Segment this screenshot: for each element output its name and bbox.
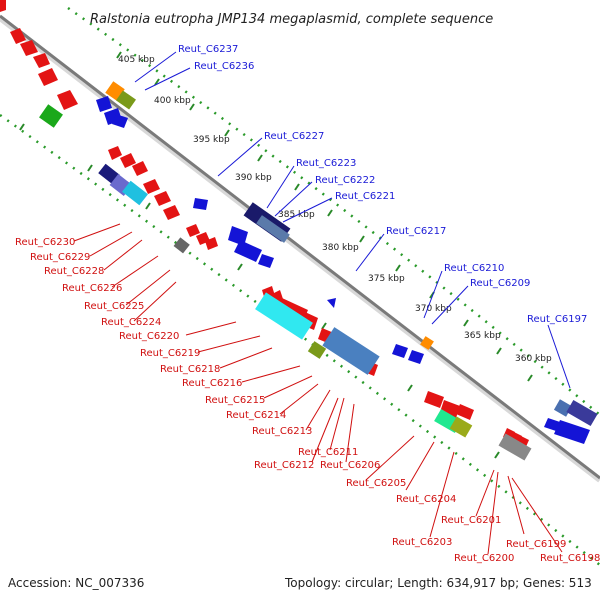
gene-label: Reut_C6198: [540, 553, 600, 564]
gene-label: Reut_C6209: [470, 278, 530, 289]
kbp-label: 365 kbp: [464, 331, 501, 341]
gene-label: Reut_C6217: [386, 226, 446, 237]
bottom-strand-labels: Reut_C6230 Reut_C6229 Reut_C6228 Reut_C6…: [15, 237, 600, 564]
gene-label: Reut_C6210: [444, 263, 504, 274]
gene-label: Reut_C6214: [226, 410, 286, 421]
gene-label: Reut_C6211: [298, 447, 358, 458]
inner-scale-ring: [0, 113, 600, 566]
gene-label: Reut_C6215: [205, 395, 265, 406]
backbone: [0, 14, 600, 480]
gene-label: Reut_C6230: [15, 237, 75, 248]
gene-label: Reut_C6206: [320, 460, 380, 471]
gene-label: Reut_C6221: [335, 191, 395, 202]
gene-label: Reut_C6212: [254, 460, 314, 471]
scale-labels: 405 kbp 400 kbp 395 kbp 390 kbp 385 kbp …: [118, 55, 552, 364]
gene-label: Reut_C6199: [506, 539, 566, 550]
gene-label: Reut_C6218: [160, 364, 220, 375]
gene-label: Reut_C6213: [252, 426, 312, 437]
gene-label: Reut_C6224: [101, 317, 161, 328]
accession-text: Accession: NC_007336: [8, 576, 144, 590]
top-leader-lines: [134, 51, 571, 389]
topology-summary: Topology: circular; Length: 634,917 bp; …: [284, 576, 592, 590]
gene-label: Reut_C6229: [30, 252, 90, 263]
kbp-label: 390 kbp: [235, 173, 272, 183]
kbp-label: 395 kbp: [193, 135, 230, 145]
gene-label: Reut_C6222: [315, 175, 375, 186]
gene-label: Reut_C6227: [264, 131, 324, 142]
gene-label: Reut_C6236: [194, 61, 254, 72]
gene-features-blue: [96, 96, 590, 444]
gene-label: Reut_C6197: [527, 314, 587, 325]
backbone-shadow: [0, 15, 600, 483]
map-title: Ralstonia eutropha JMP134 megaplasmid, c…: [90, 12, 493, 27]
outer-scale-ring: [67, 6, 600, 416]
gene-label: Reut_C6220: [119, 331, 179, 342]
gene-features-other: [39, 81, 598, 461]
gene-label: Reut_C6226: [62, 283, 122, 294]
gene-label: Reut_C6200: [454, 553, 514, 564]
gene-label: Reut_C6203: [392, 537, 452, 548]
gene-label: Reut_C6205: [346, 478, 406, 489]
bottom-leader-lines: [73, 223, 563, 555]
kbp-label: 375 kbp: [368, 274, 405, 284]
gene-label: Reut_C6237: [178, 44, 238, 55]
kbp-label: 360 kbp: [515, 354, 552, 364]
gene-label: Reut_C6225: [84, 301, 144, 312]
top-strand-labels: Reut_C6237 Reut_C6236 Reut_C6227 Reut_C6…: [178, 44, 587, 325]
gene-label: Reut_C6201: [441, 515, 501, 526]
kbp-label: 380 kbp: [322, 243, 359, 253]
gene-label: Reut_C6228: [44, 266, 104, 277]
gene-label: Reut_C6223: [296, 158, 356, 169]
gene-label: Reut_C6216: [182, 378, 242, 389]
kbp-label: 400 kbp: [154, 96, 191, 106]
gene-label: Reut_C6204: [396, 494, 456, 505]
kbp-label: 370 kbp: [415, 304, 452, 314]
gene-label: Reut_C6219: [140, 348, 200, 359]
kbp-label: 405 kbp: [118, 55, 155, 65]
inner-ticks: [19, 123, 500, 459]
